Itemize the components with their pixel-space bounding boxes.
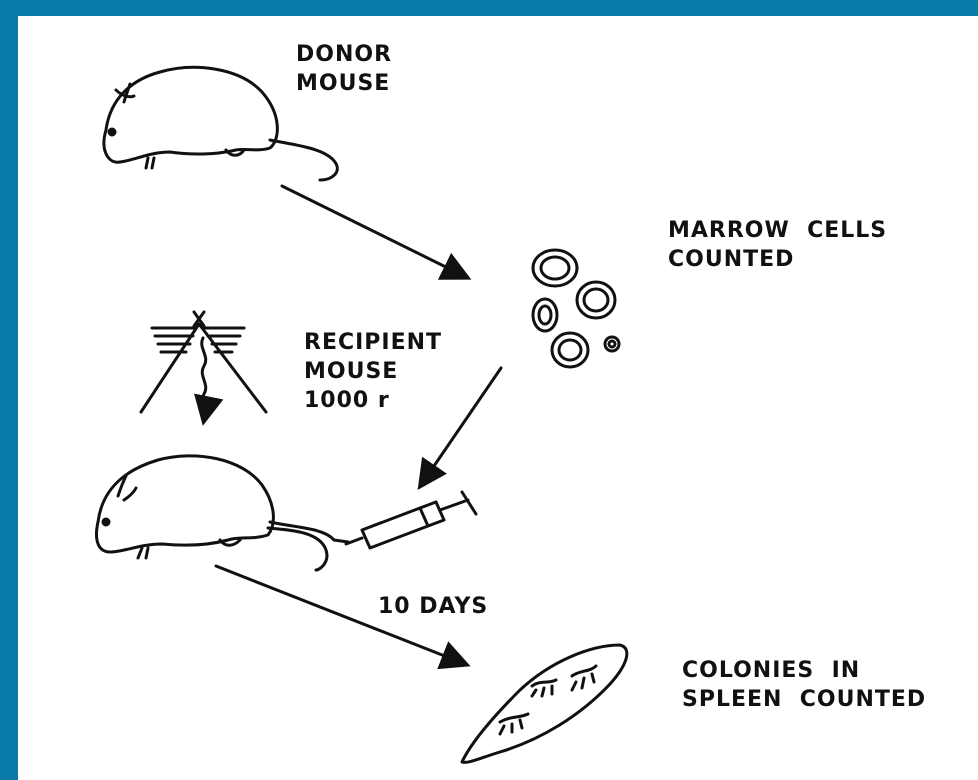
donor-mouse-label: DONOR MOUSE bbox=[296, 40, 392, 98]
spleen-colonies-label: COLONIES IN SPLEEN COUNTED bbox=[682, 656, 926, 714]
recipient-mouse-label: RECIPIENT MOUSE 1000 r bbox=[304, 328, 442, 415]
marrow-cells-label: MARROW CELLS COUNTED bbox=[668, 216, 887, 274]
spleen-drawing bbox=[462, 645, 627, 762]
marrow-cells bbox=[533, 250, 619, 367]
radiation-source-icon bbox=[141, 312, 266, 420]
syringe-icon bbox=[346, 492, 476, 548]
arrow-donor-to-marrow bbox=[282, 186, 466, 277]
recipient-mouse bbox=[97, 456, 349, 570]
ten-days-label: 10 DAYS bbox=[378, 592, 488, 621]
